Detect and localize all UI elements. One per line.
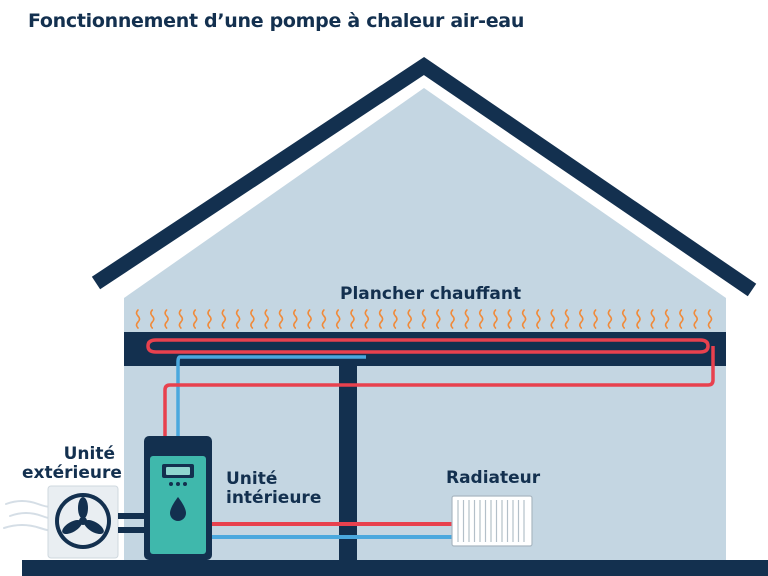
heat-wave — [421, 309, 427, 329]
outdoor-unit — [47, 485, 119, 559]
heat-wave — [264, 309, 269, 329]
heat-wave — [364, 309, 370, 329]
heat-wave — [307, 309, 312, 329]
cold-pipe-floor — [176, 355, 181, 440]
label-unite-exterieure-line1: Unité — [63, 444, 115, 464]
heat-wave — [536, 309, 541, 329]
heat-wave — [278, 309, 284, 329]
radiator — [451, 495, 533, 547]
support-column — [339, 366, 357, 560]
hot-pipe-floor — [163, 346, 715, 440]
underfloor-hot-loop — [146, 338, 710, 354]
label-plancher-chauffant: Plancher chauffant — [340, 284, 522, 304]
heat-wave — [493, 309, 498, 329]
heat-wave — [650, 309, 656, 329]
heat-wave — [607, 309, 613, 329]
heat-wave — [621, 309, 627, 329]
heat-wave — [293, 309, 298, 329]
heat-wave — [664, 309, 670, 329]
heat-wave — [350, 309, 355, 329]
heat-wave — [178, 309, 184, 329]
heat-wave — [235, 309, 241, 329]
heat-wave — [693, 309, 698, 329]
label-unite-interieure-line1: Unité — [226, 469, 278, 489]
heat-wave — [636, 309, 641, 329]
heat-wave-icon — [135, 309, 713, 329]
heat-wave — [250, 309, 255, 329]
heat-wave — [521, 309, 527, 329]
page-title: Fonctionnement d’une pompe à chaleur air… — [28, 10, 525, 32]
heat-wave — [679, 309, 684, 329]
ground — [22, 560, 768, 576]
heat-wave — [707, 309, 713, 329]
heat-wave — [207, 309, 212, 329]
label-radiateur: Radiateur — [446, 468, 541, 488]
heat-wave — [393, 309, 398, 329]
floor-slab — [124, 332, 726, 366]
heat-wave — [378, 309, 384, 329]
connector-pipe-lower — [118, 527, 144, 533]
label-unite-exterieure: Unité extérieure — [22, 444, 122, 483]
heat-wave — [135, 309, 141, 329]
heat-wave — [579, 309, 584, 329]
heat-wave — [564, 309, 570, 329]
house-roof — [91, 56, 757, 297]
water-drop-icon — [170, 497, 186, 521]
heat-wave — [450, 309, 455, 329]
label-unite-interieure-line2: intérieure — [226, 487, 322, 508]
house-body — [124, 88, 726, 560]
connector-pipe-upper — [118, 513, 144, 519]
heat-wave — [164, 309, 169, 329]
heat-wave — [321, 309, 327, 329]
heat-wave — [436, 309, 441, 329]
heat-wave — [464, 309, 470, 329]
heat-wave — [150, 309, 155, 329]
heat-wave — [507, 309, 513, 329]
label-unite-exterieure-line2: extérieure — [22, 462, 122, 483]
fan-icon — [62, 497, 104, 534]
heat-wave — [407, 309, 412, 329]
heat-wave — [550, 309, 555, 329]
heat-wave — [478, 309, 484, 329]
heat-wave — [221, 309, 227, 329]
indoor-unit — [144, 436, 212, 560]
heat-wave — [335, 309, 341, 329]
heat-wave — [192, 309, 198, 329]
heat-wave — [593, 309, 598, 329]
label-unite-interieure: Unité intérieure — [226, 470, 321, 507]
